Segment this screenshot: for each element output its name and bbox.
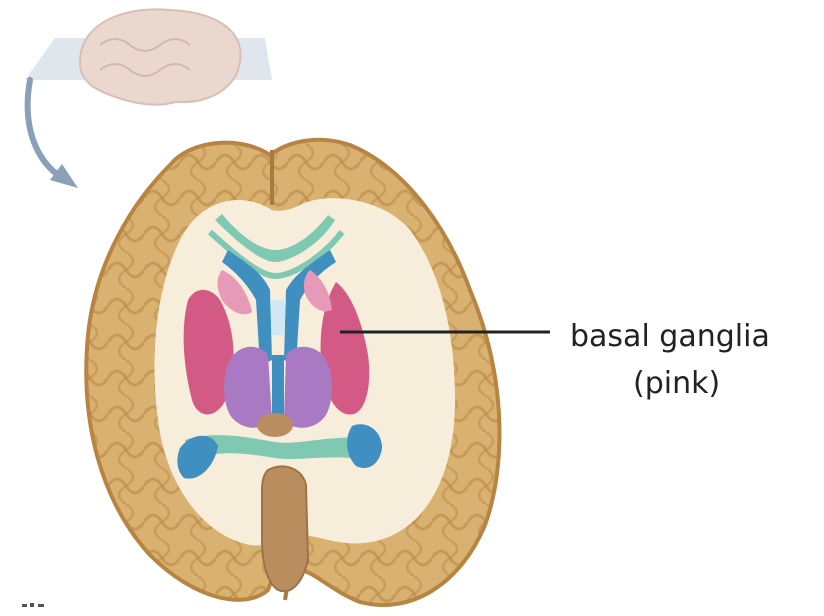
inset-brain-shape — [80, 9, 241, 104]
thalamus-right — [284, 347, 332, 428]
brainstem — [262, 466, 308, 591]
pineal-region — [257, 413, 293, 437]
basal-ganglia-label: basal ganglia — [570, 322, 770, 352]
inset-brain — [25, 9, 272, 104]
basal-ganglia-color-note: (pink) — [633, 369, 720, 399]
curved-arrow-icon — [28, 80, 78, 188]
brain-horizontal-section — [86, 140, 499, 605]
figure-mark — [22, 603, 44, 607]
